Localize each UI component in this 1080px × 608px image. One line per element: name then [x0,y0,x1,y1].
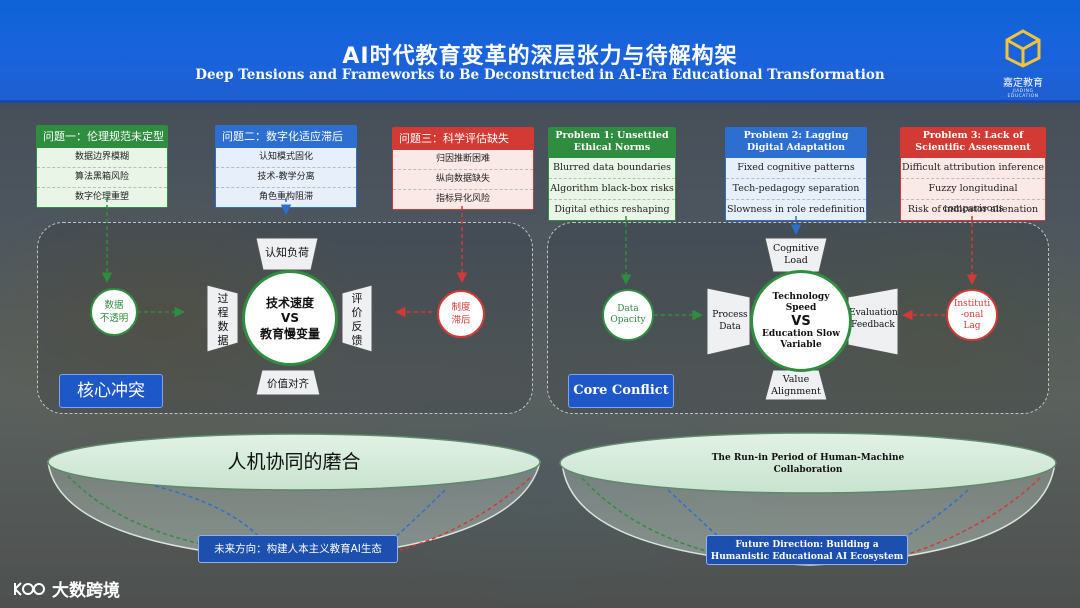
problem-title: 问题二：数字化适应滞后 [216,126,356,148]
problem-item: 角色重构阻滞 [216,187,356,207]
bowl-title-en: The Run-in Period of Human-Machine Colla… [711,453,905,475]
problem-title: Problem 2: Lagging Digital Adaptation [726,128,866,158]
problem-title: Problem 3: Lack of Scientific Assessment [901,128,1045,158]
title-chinese: AI时代教育变革的深层张力与待解构架 [342,44,738,69]
bowl-rim-en [559,432,1057,494]
problem-item: 认知模式固化 [258,152,313,162]
label-evaluation-feedback-en: Evaluation Feedback [849,308,898,330]
problem-item: Slowness in role redefinition [726,199,866,220]
logo-text: 嘉定教育 [1003,78,1043,89]
problem-item: Fixed cognitive patterns [737,162,855,173]
trapezoid-bottom-zh [255,369,321,396]
problem-item: 指标异化风险 [393,189,533,209]
logo-cube-icon [1005,29,1041,68]
problem-card-3-en: Problem 3: Lack of Scientific Assessment… [900,127,1046,221]
problem-item: 技术-教学分离 [216,167,356,187]
center-conflict-circle-en: Technology Speed VS Education Slow Varia… [750,270,852,372]
data-opacity-circle-en: Data Opacity [602,289,654,341]
problem-title: 问题一：伦理规范未定型 [37,126,167,148]
circle-label: Data Opacity [610,304,646,325]
center-conflict-circle-zh: 技术速度 VS 教育慢变量 [242,270,338,366]
circle-label: Instituti -onal Lag [953,298,991,331]
label-value-alignment-zh: 价值对齐 [267,378,309,390]
label-evaluation-feedback-zh: 评价反馈 [351,292,363,347]
center-line2: 教育慢变量 [259,327,320,341]
problem-card-2-en: Problem 2: Lagging Digital Adaptation Fi… [725,127,867,221]
trapezoid-top-zh [255,237,319,271]
institutional-lag-circle-en: Instituti -onal Lag [946,289,998,341]
title-english: Deep Tensions and Frameworks to Be Decon… [195,67,885,83]
header-divider [0,100,1080,103]
circle-label: 数据 不透明 [99,300,129,324]
problem-item: 归因推断困难 [435,154,490,164]
center-vs: VS [281,311,299,325]
problem-card-1-zh: 问题一：伦理规范未定型 数据边界模糊 算法黑箱风险 数字伦理重塑 [36,125,168,208]
logo-subtext: JIADING EDUCATION [1007,89,1039,99]
center-line1: Technology Speed [772,291,830,313]
center-line1: 技术速度 [265,296,314,310]
core-conflict-label-zh: 核心冲突 [59,374,163,408]
label-value-alignment-en: Value Alignment [771,374,821,397]
problem-item: 数据边界模糊 [74,152,129,162]
trapezoid-right-zh [341,284,373,353]
problem-title: 问题三：科学评估缺失 [393,128,533,150]
bowl-title-zh: 人机协同的磨合 [227,451,361,473]
watermark-text: 大数跨境 [52,581,120,601]
trapezoid-top-en [764,237,828,273]
circle-label: 制度 滞后 [451,302,471,326]
problem-card-3-zh: 问题三：科学评估缺失 归因推断困难 纵向数据缺失 指标异化风险 [392,127,534,210]
problem-item: Fuzzy longitudinal comparisons [901,178,1045,214]
watermark-logo-icon [14,581,45,596]
problem-item: 数字伦理重塑 [37,187,167,207]
problem-title: Problem 1: Unsettled Ethical Norms [549,128,675,158]
problem-item: Tech-pedagogy separation [726,178,866,199]
center-vs: VS [791,313,811,329]
problem-item: 纵向数据缺失 [393,169,533,189]
institutional-lag-circle-zh: 制度 滞后 [437,290,485,338]
label-process-data-zh: 过程数据 [217,292,229,347]
watermark: 大数跨境 [12,576,120,601]
problem-item: Blurred data boundaries [552,162,672,173]
bowl-rim-zh [47,433,541,491]
problem-item: 算法黑箱风险 [37,167,167,187]
data-opacity-circle-zh: 数据 不透明 [90,288,138,336]
problem-card-1-en: Problem 1: Unsettled Ethical Norms Blurr… [548,127,676,221]
problem-item: Digital ethics reshaping [549,199,675,220]
trapezoid-left-en [706,287,751,356]
problem-card-2-zh: 问题二：数字化适应滞后 认知模式固化 技术-教学分离 角色重构阻滞 [215,125,357,208]
center-line2: Education Slow Variable [762,328,840,350]
core-conflict-label-en: Core Conflict [568,374,674,408]
label-cognitive-load-zh: 认知负荷 [265,246,309,259]
trapezoid-left-zh [206,284,239,353]
problem-item: Difficult attribution inference [901,162,1045,173]
header-bar [0,0,1080,100]
problem-item: Algorithm black-box risks [549,178,675,199]
label-process-data-en: Process Data [712,310,748,332]
future-direction-en: Future Direction: Building a Humanistic … [706,535,908,565]
label-cognitive-load-en: Cognitive Load [772,243,820,266]
problem-item: Risk of indicator alienation [901,199,1045,220]
logo: 嘉定教育 JIADING EDUCATION [998,28,1048,99]
future-direction-zh: 未来方向：构建人本主义教育AI生态 [198,535,398,563]
